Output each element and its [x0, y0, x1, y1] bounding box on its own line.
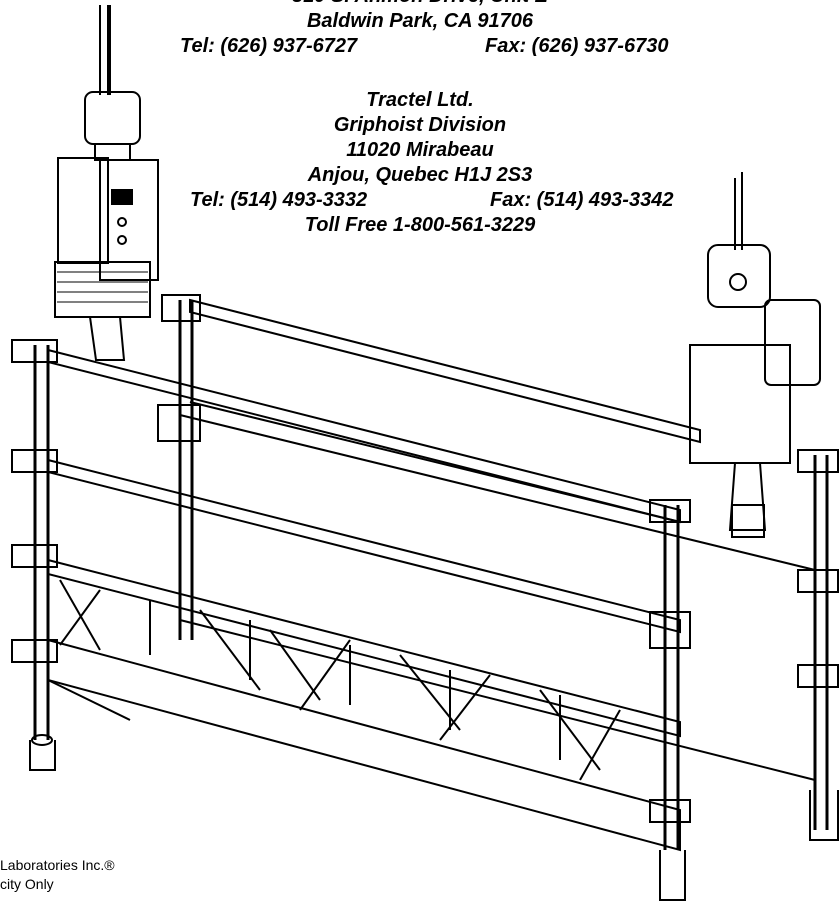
right-hoist	[689, 244, 821, 538]
ca-office-division: Griphoist Division	[333, 114, 507, 136]
ca-office-city: Anjou, Quebec H1J 2S3	[307, 164, 533, 186]
ca-office-street: 11020 Mirabeau	[346, 139, 494, 161]
us-office-city: Baldwin Park, CA 91706	[306, 10, 534, 32]
us-office-tel: Tel: (626) 937-6727	[180, 35, 358, 57]
platform-floor	[47, 619, 816, 852]
ca-office-toll-free: Toll Free 1-800-561-3229	[304, 214, 536, 236]
footer-line-1: Laboratories Inc.®	[0, 857, 115, 873]
ca-office-fax: Fax: (514) 493-3342	[490, 189, 674, 211]
us-office-fax: Fax: (626) 937-6730	[485, 35, 669, 57]
caster-wheels	[29, 734, 839, 901]
truss-bracing	[59, 579, 621, 781]
platform-uprights	[33, 300, 829, 850]
footer-line-2: city Only	[0, 876, 54, 892]
ca-office-company: Tractel Ltd.	[366, 89, 474, 111]
left-hoist	[54, 91, 159, 361]
us-office-street: 310 S. Ahmon Drive, Unit E	[0, 0, 840, 8]
ca-office-tel: Tel: (514) 493-3332	[190, 189, 368, 211]
wire-ropes	[99, 5, 743, 250]
rail-brackets	[11, 294, 839, 823]
